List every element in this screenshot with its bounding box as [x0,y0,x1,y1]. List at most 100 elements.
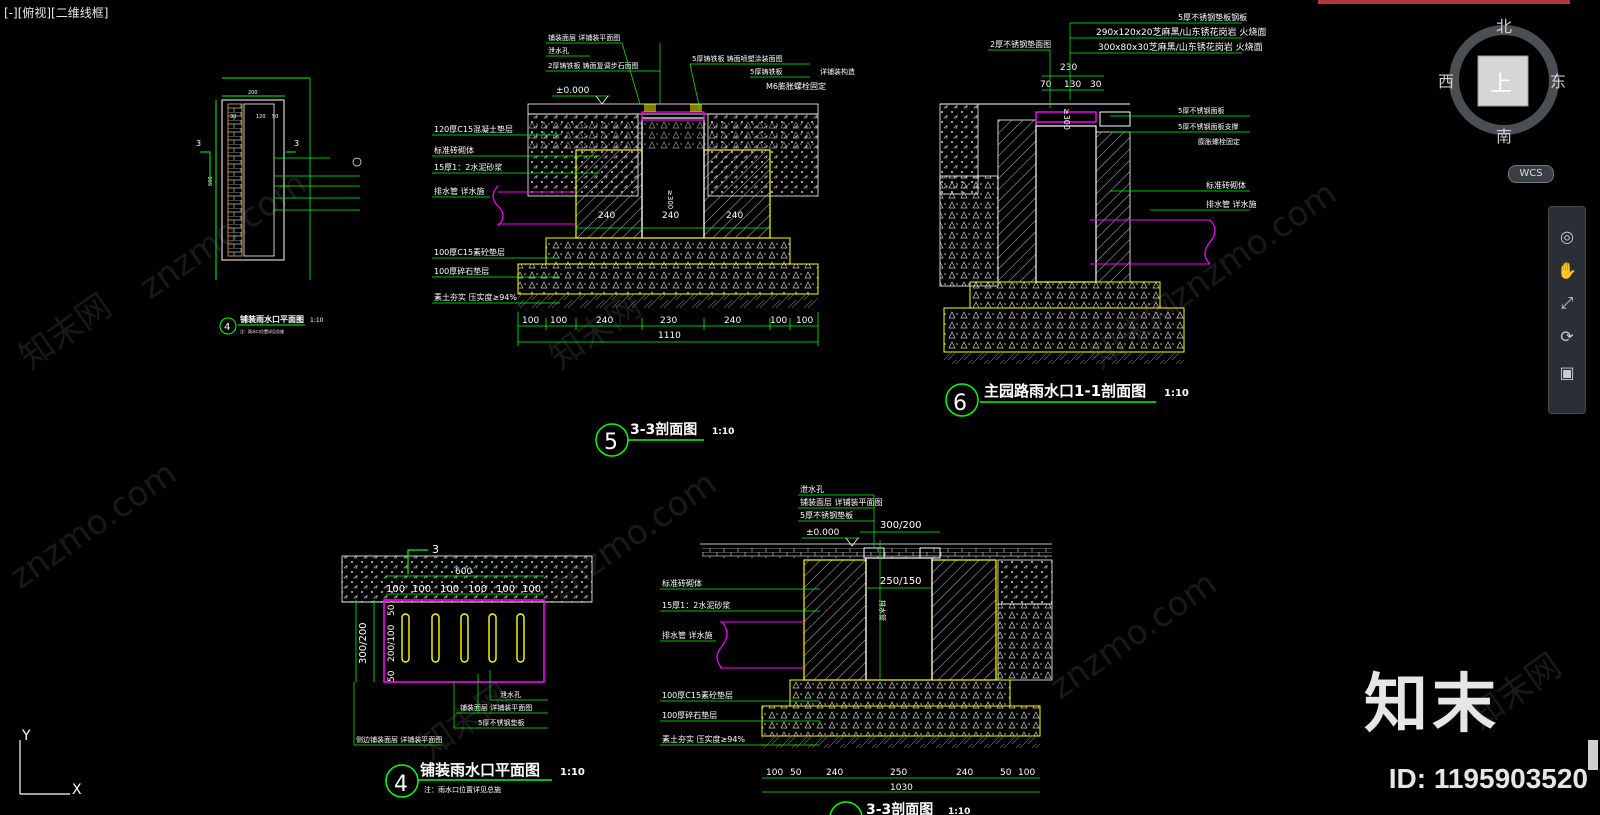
dim-text: 240 [724,316,741,326]
dim-text: 250/150 [880,576,922,587]
drawing-note: 注：雨水口位置详见总施 [240,328,284,334]
svg-text:2厚不锈钢垫面图: 2厚不锈钢垫面图 [990,39,1051,49]
svg-text:膨胀螺栓固定: 膨胀螺栓固定 [1198,137,1240,146]
drawing-4-small[interactable]: 200 30 120 50 600 3 3 4 铺装雨水口平面图 1:10 注：… [196,77,362,335]
svg-text:铺装面层 详铺装平面图: 铺装面层 详铺装平面图 [460,703,532,712]
dim-text: 30 [230,114,236,120]
dim-text: 120 [256,114,266,120]
dim-text: 100 [770,316,787,326]
drawing5-left-labels: 120厚C15混凝土垫层 标准砖砌体 15厚1：2水泥砂浆 排水管 详水施 10… [432,124,600,304]
dim-text: 100 [1018,768,1035,778]
dim-text: 100 [496,584,515,595]
dim-text: 240 [726,211,743,221]
ucs-x-label: X [72,782,82,798]
drawing5-top-labels: 铺装面层 详铺装平面图 泄水孔 2厚铸铁板 铸面复调步石面图 5厚铸铁板 铸面喷… [546,33,855,111]
svg-text:5厚铸铁板: 5厚铸铁板 [750,67,782,76]
watermark-id: ID: 1195903520 [1388,763,1588,794]
drawing-title: 铺装雨水口平面图 [240,314,304,324]
section-mark: 3 [432,543,439,556]
show-motion-icon[interactable]: ▣ [1559,363,1575,382]
drawing-scale: 1:10 [712,427,734,437]
svg-text:100厚C15素砼垫层: 100厚C15素砼垫层 [662,690,733,700]
dim-text: 240 [596,316,613,326]
dim-text: 230 [1060,63,1077,73]
svg-text:15厚1：2水泥砂浆: 15厚1：2水泥砂浆 [434,162,502,172]
svg-text:120厚C15混凝土垫层: 120厚C15混凝土垫层 [434,124,513,134]
svg-text:排水管 详水施: 排水管 详水施 [662,630,713,640]
compass-west[interactable]: 西 [1438,72,1454,91]
drawing-scale: 1:10 [1164,388,1189,399]
dim-text: 1110 [658,331,681,341]
svg-text:排水管 详水施: 排水管 详水施 [434,186,485,196]
svg-text:素土夯实 压实度≥94%: 素土夯实 压实度≥94% [434,292,517,302]
scrollbar-thumb[interactable] [1588,740,1598,770]
navigation-bar[interactable]: ◎ ✋ ⤢ ⟳ ▣ [1548,206,1586,414]
dim-text: 50 [1000,768,1012,778]
viewcube-top-label: 上 [1490,72,1512,97]
compass-south[interactable]: 南 [1496,127,1512,146]
dim-text: 100 [522,316,539,326]
drawing-title: 3-3剖面图 [866,801,933,815]
svg-text:300x80x30芝麻黑/山东锈花岗岩 火烧面: 300x80x30芝麻黑/山东锈花岗岩 火烧面 [1098,41,1263,53]
dim-text: 250 [890,768,907,778]
watermark-text: 知末网 [12,286,118,377]
ucs-y-label: Y [21,728,31,744]
section-mark: 3 [294,139,299,148]
watermark-text: znzmo.com [1162,173,1344,317]
dim-text: 1030 [890,783,913,793]
dim-text: 100 [796,316,813,326]
drawing4-plan-labels: 泄水孔 铺装面层 详铺装平面图 5厚不锈钢垫板 侧边铺装面层 详铺装平面图 [353,670,548,746]
orbit-icon[interactable]: ⟳ [1560,327,1574,346]
compass-north[interactable]: 北 [1496,17,1512,36]
dim-text: 240 [956,768,973,778]
watermark-text: znzmo.com [1042,563,1224,707]
drawing-scale: 1:10 [948,807,970,815]
svg-text:泄水孔: 泄水孔 [548,46,569,55]
section-mark: 3 [196,139,201,148]
dim-text: 50 [387,670,397,682]
svg-text:素土夯实 压实度≥94%: 素土夯实 压实度≥94% [662,734,745,744]
steering-wheel-icon[interactable]: ◎ [1560,227,1574,246]
dim-text: 200/100 [387,624,397,662]
viewcube[interactable]: 上 北 南 西 东 [1438,17,1566,146]
svg-text:泄水孔: 泄水孔 [500,690,521,699]
dim-text: 100 [766,768,783,778]
drawing3-left-labels: 标准砖砌体 15厚1：2水泥砂浆 排水管 详水施 100厚C15素砼垫层 100… [660,578,820,746]
dim-text: 100 [468,584,487,595]
drawing-scale: 1:10 [560,767,585,778]
viewport-controls-label[interactable]: [-][俯视][二维线框] [4,6,109,20]
drawing-5-section[interactable]: ≥300 240 240 240 ±0.000 铺装面层 详铺装平面图 泄水孔 … [432,33,855,457]
ucs-icon: Y X [19,728,82,798]
drawing-number: 5 [604,430,618,455]
chamber-depth: ≥300 [1062,108,1071,130]
svg-text:标准砖砌体: 标准砖砌体 [434,145,474,155]
drawing3-top-labels: 泄水孔 铺装面层 详铺装平面图 5厚不锈钢垫板 [798,484,883,548]
dim-text: 30 [1090,80,1102,90]
wcs-dropdown[interactable]: WCS [1508,165,1554,183]
dim-text: 240 [826,768,843,778]
level-mark: ±0.000 [556,86,590,96]
svg-text:泄水孔: 泄水孔 [800,484,824,494]
svg-text:铺装面层 详铺装平面图: 铺装面层 详铺装平面图 [800,497,883,507]
dim-text: 130 [1064,80,1081,90]
svg-text:详铺装构造: 详铺装构造 [820,67,855,76]
drawing-number: 4 [394,772,408,797]
dim-text: 240 [662,211,679,221]
drawing-4-plan[interactable]: 3 600 100 100 100 100 100 100 300/200 50… [341,543,593,798]
pan-hand-icon[interactable]: ✋ [1557,261,1577,280]
dim-text: 50 [387,604,397,616]
pipe-label: 排水管 [878,600,887,621]
zoom-extents-icon[interactable]: ⤢ [1560,293,1574,312]
svg-text:铺装面层 详铺装平面图: 铺装面层 详铺装平面图 [548,33,620,42]
drawing-3-section-bottom[interactable]: 排水管 300/200 250/150 ±0.000 泄水孔 铺装面层 详铺装平… [660,484,1053,815]
dim-text: 100 [440,584,459,595]
dim-text: 300/200 [880,520,922,531]
drawing-6-section[interactable]: ≥300 230 70 130 30 5厚不锈钢垫板钢板 290x120x20芝… [939,12,1266,417]
viewcube-top-face[interactable] [1477,55,1529,107]
svg-text:5厚铸铁板 铸面喷塑涂装面图: 5厚铸铁板 铸面喷塑涂装面图 [692,54,783,63]
dim-text: 230 [660,316,677,326]
compass-east[interactable]: 东 [1550,72,1566,91]
svg-text:标准砖砌体: 标准砖砌体 [662,578,702,588]
drawing6-right-labels: 5厚不锈钢面板 5厚不锈钢面板支撑 膨胀螺栓固定 标准砖砌体 排水管 详水施 [1110,106,1257,211]
